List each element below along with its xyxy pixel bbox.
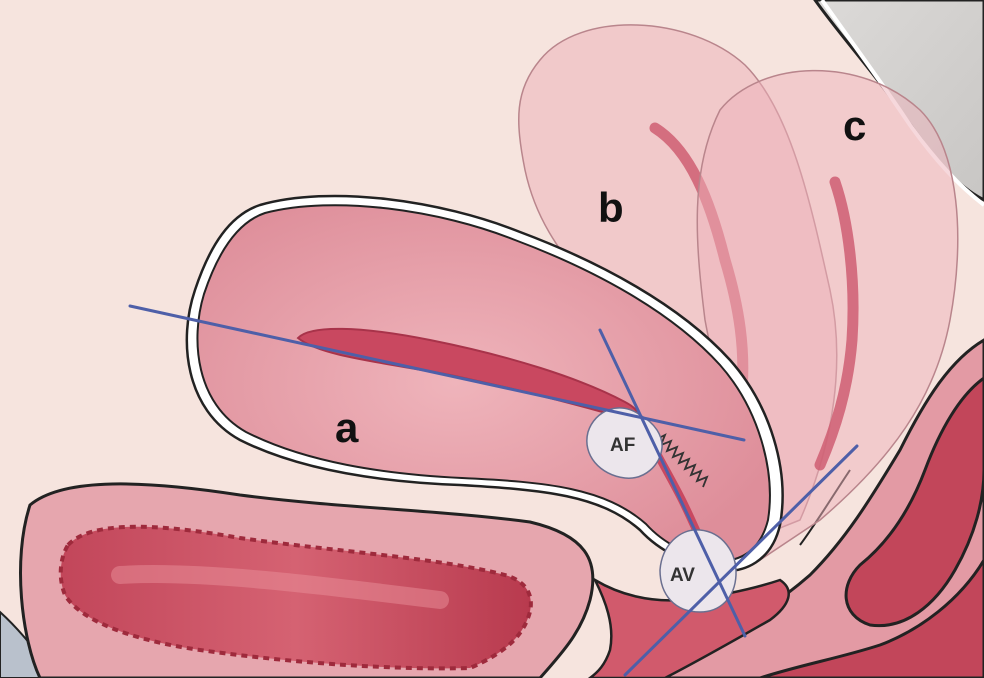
af-label: AF xyxy=(610,435,635,456)
label-c: c xyxy=(843,102,866,149)
label-b: b xyxy=(598,184,624,231)
av-label: AV xyxy=(670,565,695,586)
label-a: a xyxy=(335,404,359,451)
av-marker: AV xyxy=(660,530,736,612)
